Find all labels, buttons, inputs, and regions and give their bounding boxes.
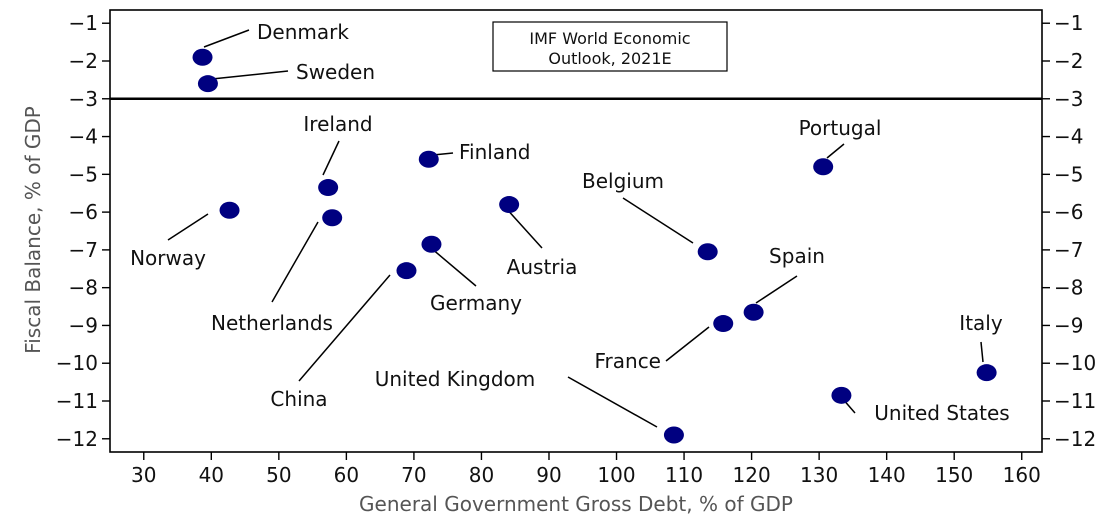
leader-line-italy (980, 341, 984, 363)
point-ireland (318, 179, 339, 197)
leader-line-germany (430, 247, 477, 287)
point-label-united-states: United States (874, 401, 1009, 425)
point-label-germany: Germany (430, 291, 522, 315)
x-tick-label: 100 (597, 463, 635, 487)
y-tick-label-right: −3 (1054, 87, 1083, 111)
point-spain (743, 303, 764, 321)
source-annotation-box (492, 21, 728, 72)
x-tick-label: 60 (334, 463, 359, 487)
point-label-sweden: Sweden (296, 60, 375, 84)
y-tick-label-left: −7 (69, 238, 98, 262)
point-label-netherlands: Netherlands (211, 311, 333, 335)
x-tick-label: 120 (733, 463, 771, 487)
point-sweden (197, 75, 218, 93)
x-tick-label: 140 (868, 463, 906, 487)
point-label-austria: Austria (507, 255, 578, 279)
leader-line-france (665, 326, 710, 362)
x-tick-label: 160 (1003, 463, 1041, 487)
leader-line-belgium (622, 197, 694, 244)
y-tick-label-right: −5 (1054, 162, 1083, 186)
y-tick-label-left: −12 (56, 427, 98, 451)
y-tick-label-right: −8 (1054, 276, 1083, 300)
y-tick-label-left: −1 (69, 11, 98, 35)
y-tick-label-left: −8 (69, 276, 98, 300)
point-label-belgium: Belgium (582, 169, 664, 193)
leader-line-china (298, 274, 391, 382)
point-finland (418, 150, 439, 168)
point-netherlands (322, 209, 343, 227)
y-tick-label-left: −9 (69, 313, 98, 337)
leader-lines-group (167, 29, 984, 428)
y-tick-label-left: −11 (56, 389, 98, 413)
point-label-spain: Spain (769, 244, 825, 268)
point-portugal (813, 158, 834, 176)
point-germany (421, 235, 442, 253)
y-tick-label-left: −3 (69, 87, 98, 111)
point-label-portugal: Portugal (799, 116, 882, 140)
y-tick-label-right: −4 (1054, 125, 1083, 149)
leader-line-spain (755, 275, 798, 304)
point-label-italy: Italy (959, 311, 1003, 335)
y-tick-label-right: −7 (1054, 238, 1083, 262)
y-tick-label-right: −1 (1054, 11, 1083, 35)
point-label-finland: Finland (459, 140, 530, 164)
points-group (192, 48, 997, 444)
y-tick-label-right: −2 (1054, 49, 1083, 73)
point-france (713, 315, 734, 333)
leader-line-norway (167, 213, 209, 241)
y-tick-label-left: −6 (69, 200, 98, 224)
leader-line-austria (504, 206, 543, 249)
x-tick-label: 80 (469, 463, 494, 487)
source-annotation: IMF World Economic Outlook, 2021E (492, 21, 728, 72)
point-label-france: France (594, 349, 661, 373)
leader-line-sweden (211, 70, 289, 80)
point-united-kingdom (663, 426, 684, 444)
point-norway (219, 201, 240, 219)
x-axis-title: General Government Gross Debt, % of GDP (359, 492, 793, 516)
point-label-ireland: Ireland (303, 112, 372, 136)
x-tick-label: 150 (935, 463, 973, 487)
point-denmark (192, 48, 213, 66)
x-tick-label: 70 (401, 463, 426, 487)
x-tick-label: 30 (131, 463, 156, 487)
y-tick-label-right: −12 (1054, 427, 1096, 451)
plot-frame (109, 9, 1043, 453)
leader-line-denmark (203, 29, 250, 48)
source-annotation-line1: IMF World Economic (529, 29, 690, 48)
point-label-norway: Norway (130, 246, 206, 270)
x-tick-label: 90 (536, 463, 561, 487)
point-china (396, 262, 417, 280)
leader-line-portugal (826, 143, 845, 159)
y-tick-label-right: −10 (1054, 351, 1096, 375)
point-united-states (831, 386, 852, 404)
x-tick-label: 110 (665, 463, 703, 487)
y-tick-label-left: −10 (56, 351, 98, 375)
point-label-china: China (270, 387, 327, 411)
x-tick-label: 130 (800, 463, 838, 487)
y-tick-label-left: −2 (69, 49, 98, 73)
x-tick-label: 50 (266, 463, 291, 487)
y-axis-title: Fiscal Balance, % of GDP (21, 106, 45, 354)
y-tick-label-right: −9 (1054, 313, 1083, 337)
axes-group (109, 9, 1043, 453)
y-tick-label-right: −6 (1054, 200, 1083, 224)
point-belgium (697, 243, 718, 261)
source-annotation-line2: Outlook, 2021E (548, 49, 671, 68)
point-label-united-kingdom: United Kingdom (375, 367, 536, 391)
point-austria (499, 196, 520, 214)
leader-line-ireland (322, 140, 340, 176)
point-italy (976, 364, 997, 382)
y-tick-label-right: −11 (1054, 389, 1096, 413)
point-label-denmark: Denmark (257, 20, 349, 44)
y-tick-label-left: −4 (69, 125, 98, 149)
leader-line-united-kingdom (567, 376, 658, 428)
ticks-group: 30 40 50 60 70 80 90 100 110 120 130 140 150 160 −1 −1 −… (56, 11, 1096, 487)
leader-line-netherlands (271, 221, 319, 303)
x-tick-label: 40 (199, 463, 224, 487)
y-tick-label-left: −5 (69, 162, 98, 186)
